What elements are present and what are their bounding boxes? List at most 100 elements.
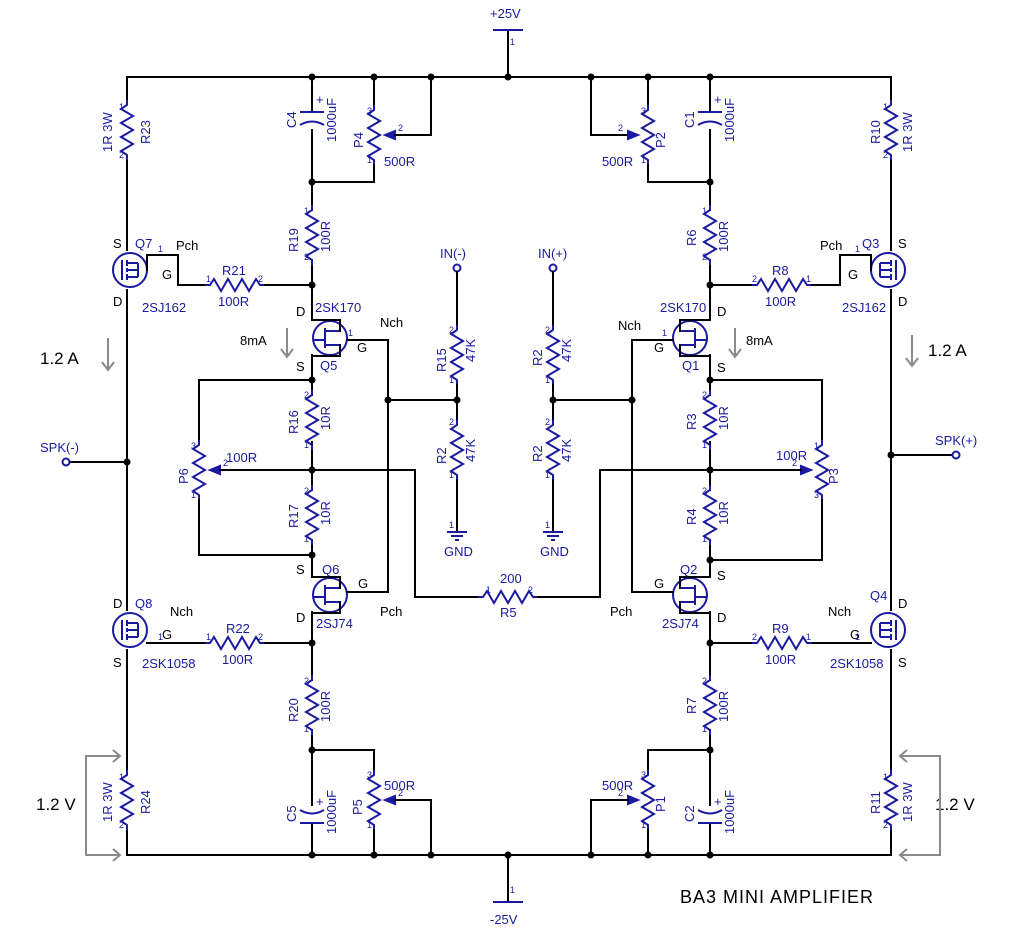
q3-g: G — [848, 267, 858, 282]
svg-text:1: 1 — [545, 470, 550, 480]
svg-text:2: 2 — [702, 486, 707, 496]
q2-id: Q2 — [680, 562, 697, 577]
r6-label: R6 — [684, 229, 699, 246]
svg-text:1: 1 — [806, 274, 811, 284]
svg-text:1: 1 — [702, 724, 707, 734]
svg-text:1: 1 — [449, 520, 454, 530]
p1-value: 500R — [602, 778, 633, 793]
svg-text:3: 3 — [641, 770, 646, 780]
q8-type: Nch — [170, 604, 193, 619]
r22-value: 100R — [222, 652, 253, 667]
svg-text:2: 2 — [304, 252, 309, 262]
r2-val: 47K — [559, 439, 574, 462]
r21-label: R21 — [222, 263, 246, 278]
svg-text:1: 1 — [304, 724, 309, 734]
svg-text:1: 1 — [304, 534, 309, 544]
r23-label: R23 — [138, 120, 153, 144]
svg-text:1: 1 — [206, 274, 211, 284]
svg-text:2: 2 — [702, 676, 707, 686]
resistor-r3: 21 — [702, 389, 717, 451]
q2-part: 2SJ74 — [662, 616, 699, 631]
r20-value: 100R — [318, 691, 333, 722]
q3-type: Pch — [820, 238, 842, 253]
q5-g: G — [357, 340, 367, 355]
svg-text:1: 1 — [641, 820, 646, 830]
pot-p5: 3 1 2 — [367, 749, 432, 856]
svg-text:1: 1 — [348, 328, 353, 338]
q8-d: D — [113, 596, 122, 611]
svg-text:1: 1 — [702, 440, 707, 450]
svg-text:2: 2 — [119, 820, 124, 830]
svg-text:2: 2 — [702, 252, 707, 262]
q4-part: 2SK1058 — [830, 656, 884, 671]
p5-label: P5 — [350, 799, 365, 815]
svg-text:1: 1 — [449, 470, 454, 480]
q5-id: Q5 — [320, 358, 337, 373]
r3-label: R3 — [684, 413, 699, 430]
p2-label: P2 — [653, 132, 668, 148]
q6-s: S — [296, 562, 305, 577]
svg-text:1: 1 — [814, 441, 819, 451]
svg-text:+: + — [316, 794, 324, 809]
resistor-r11: 12 — [883, 769, 898, 831]
in-plus-label: IN(+) — [538, 246, 567, 261]
svg-text:2: 2 — [258, 632, 263, 642]
svg-text:1: 1 — [806, 632, 811, 642]
r9-value: 100R — [765, 652, 796, 667]
svg-text:2: 2 — [883, 820, 888, 830]
r15-label: R2 — [434, 447, 449, 464]
svg-text:2: 2 — [398, 788, 403, 798]
c4-value: 1000uF — [324, 98, 339, 142]
p1-label: P1 — [653, 796, 668, 812]
svg-text:1: 1 — [367, 820, 372, 830]
q7-g: G — [162, 267, 172, 282]
resistor-r10: 12 — [883, 99, 898, 161]
svg-text:2: 2 — [398, 123, 403, 133]
svg-text:2: 2 — [545, 325, 550, 335]
capacitor-c4: + — [299, 92, 325, 126]
arrow-current-right — [905, 335, 919, 368]
q6-g: G — [358, 576, 368, 591]
r1-value: 47K — [559, 339, 574, 362]
capacitor-c1: + — [697, 92, 723, 126]
svg-text:3: 3 — [367, 770, 372, 780]
transistor-q3: 1 — [839, 244, 906, 288]
svg-text:2: 2 — [545, 417, 550, 427]
resistor-r17: 21 — [304, 484, 319, 546]
svg-text:1: 1 — [662, 328, 667, 338]
arrow-current-left — [101, 338, 115, 372]
current-left: 1.2 A — [40, 349, 79, 368]
c2-value: 1000uF — [722, 790, 737, 834]
svg-text:1: 1 — [206, 632, 211, 642]
spk-minus-label: SPK(-) — [40, 440, 79, 455]
c1-label: C1 — [682, 111, 697, 128]
pot-p4: 312 — [367, 76, 432, 183]
transistor-q1: 1 — [628, 319, 711, 404]
input-minus-network: 21 211 — [387, 263, 468, 541]
svg-text:2: 2 — [883, 150, 888, 160]
svg-text:2: 2 — [792, 458, 797, 468]
q1-type: Nch — [618, 318, 641, 333]
q7-part: 2SJ162 — [142, 300, 186, 315]
svg-text:1: 1 — [486, 585, 491, 595]
rail-bottom: 1 — [126, 851, 892, 903]
svg-text:3: 3 — [367, 106, 372, 116]
r9-label: R9 — [772, 621, 789, 636]
q1-d: D — [717, 304, 726, 319]
r2-id: R2 — [530, 445, 545, 462]
svg-text:2: 2 — [618, 788, 623, 798]
q3-id: Q3 — [862, 236, 879, 251]
r5-value: 200 — [500, 571, 522, 586]
right-driver-wiring — [647, 76, 714, 856]
svg-text:1: 1 — [855, 244, 860, 254]
svg-text:1: 1 — [855, 632, 860, 642]
r3-value: 10R — [716, 406, 731, 430]
q7-d: D — [113, 294, 122, 309]
svg-text:1: 1 — [158, 244, 163, 254]
q5-part: 2SK170 — [315, 300, 361, 315]
current-right: 1.2 A — [928, 341, 967, 360]
svg-text:1: 1 — [641, 155, 646, 165]
